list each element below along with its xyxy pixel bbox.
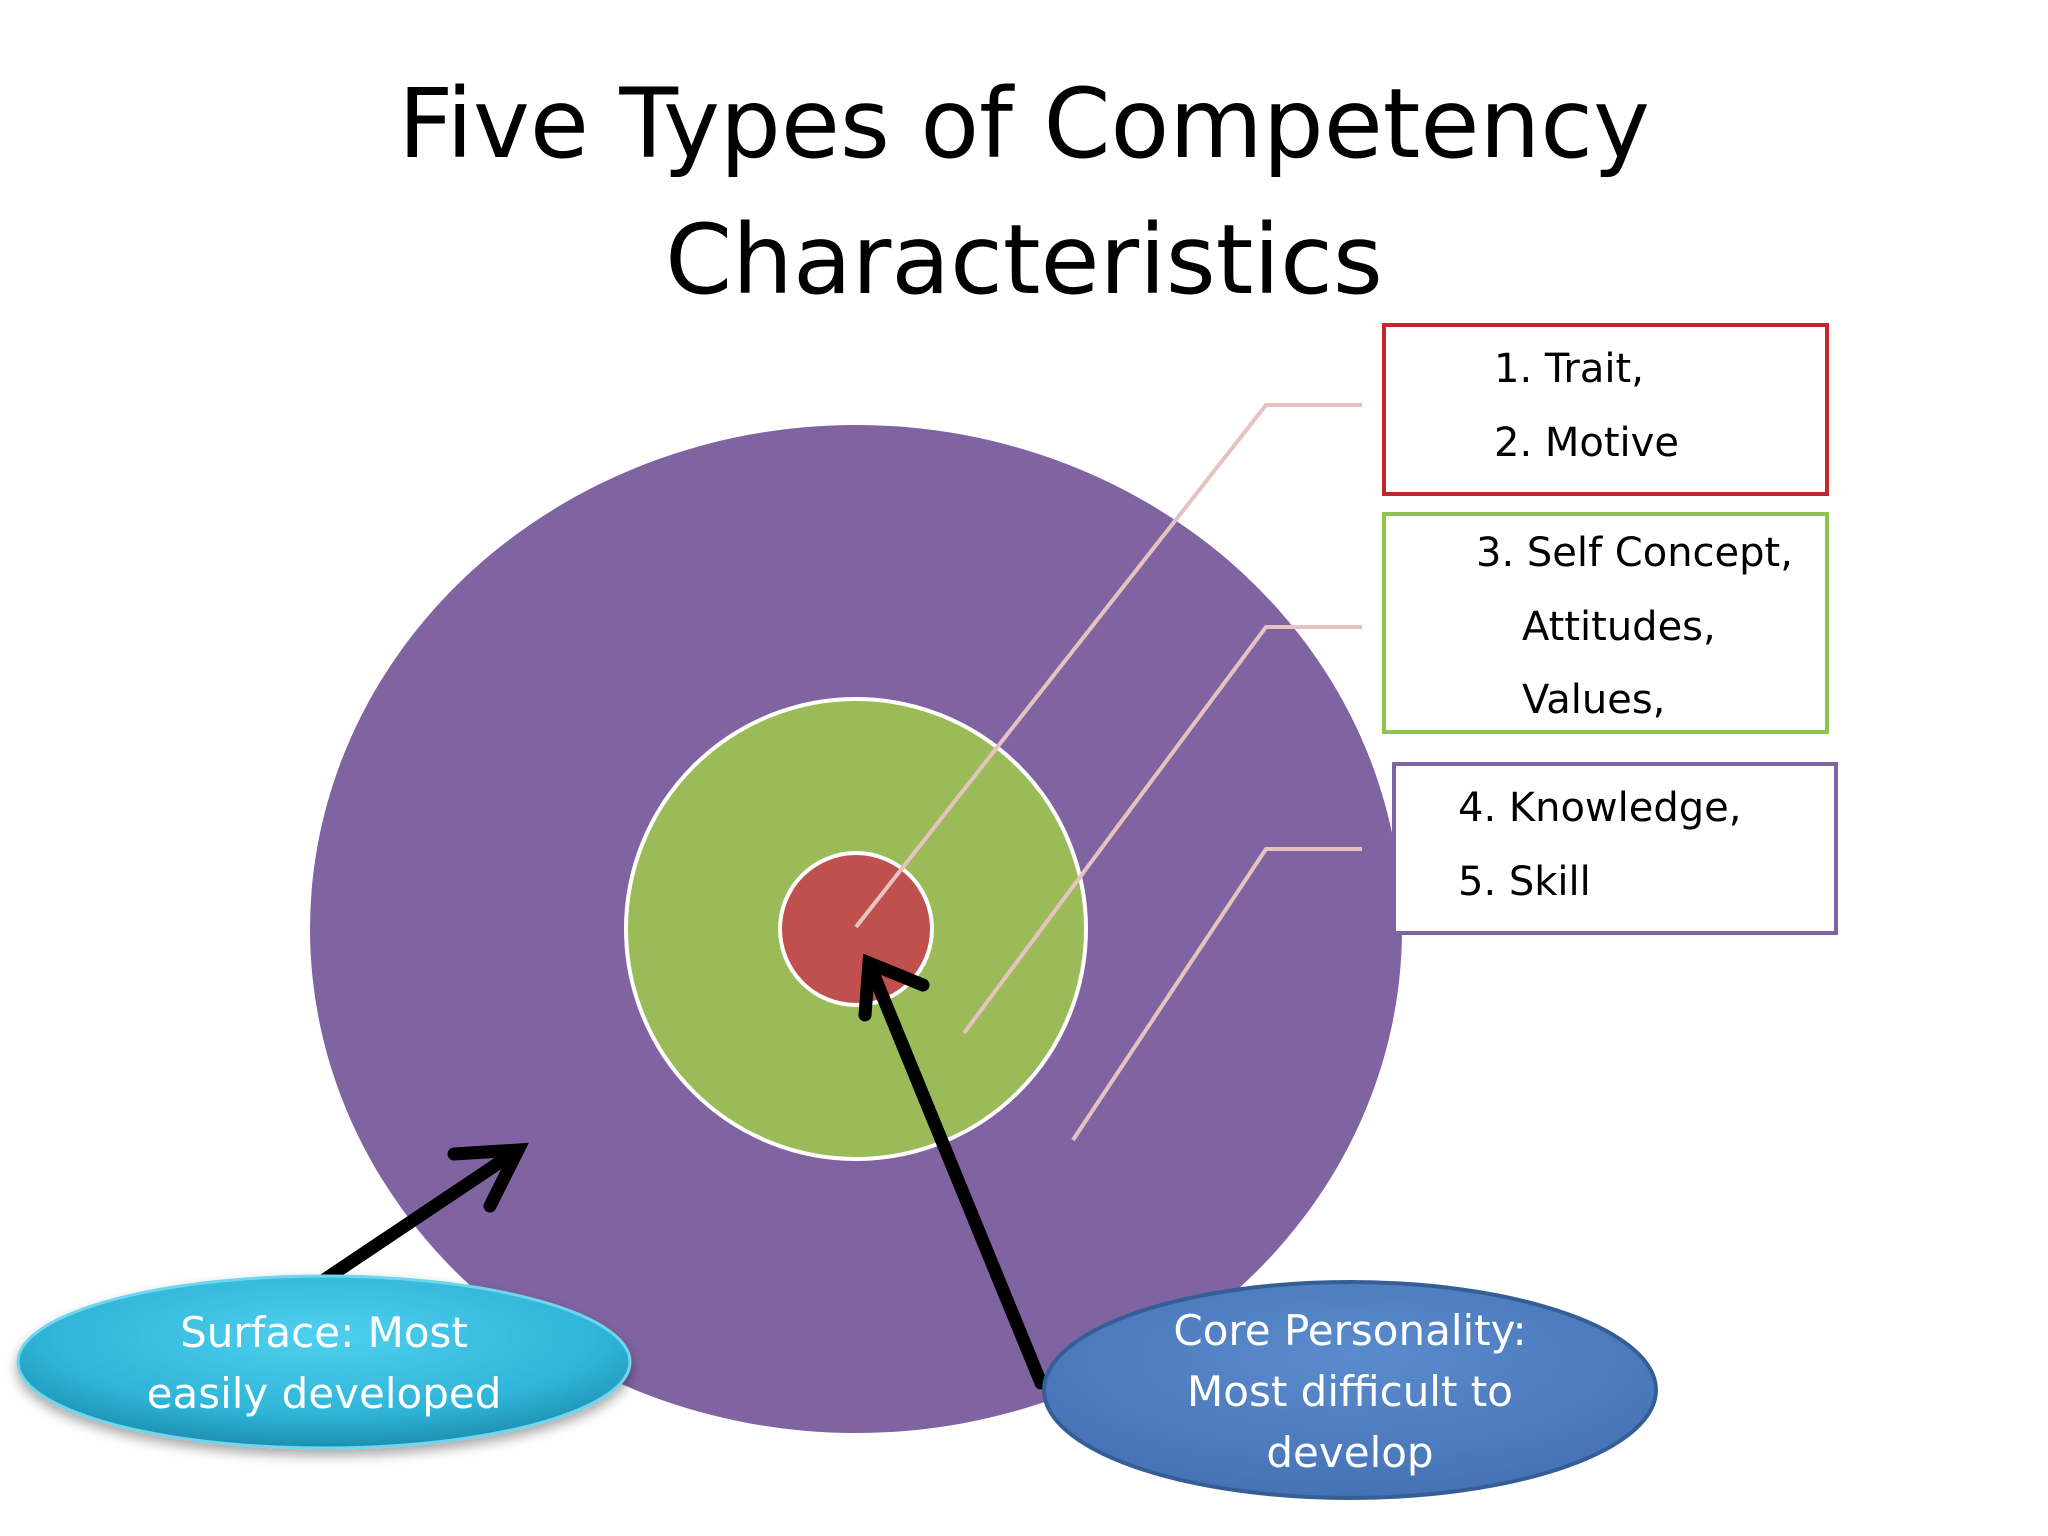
arrow-to-surface <box>317 1142 529 1287</box>
slide-title-line-2: Characteristics <box>665 204 1383 316</box>
legend-item-self-concept: 3. Self Concept, <box>1476 530 1793 576</box>
legend-item-trait: 1. Trait, <box>1494 346 1644 392</box>
legend-item-attitudes: Attitudes, <box>1522 604 1716 650</box>
legend-box-core: 1. Trait, 2. Motive <box>1382 323 1829 496</box>
surface-callout-bubble <box>16 1274 632 1450</box>
legend-item-motive: 2. Motive <box>1494 420 1679 466</box>
leader-line-self-concept <box>962 625 1362 1035</box>
arrow-to-core <box>858 953 1048 1390</box>
legend-box-surface: 4. Knowledge, 5. Skill <box>1392 762 1838 935</box>
leader-line-core <box>854 403 1362 929</box>
legend-item-knowledge: 4. Knowledge, <box>1458 785 1742 831</box>
core-callout-text: Core Personality: Most difficult to deve… <box>1100 1300 1600 1483</box>
leader-line-surface <box>1071 847 1362 1142</box>
legend-box-self-concept: 3. Self Concept, Attitudes, Values, <box>1382 512 1829 734</box>
legend-item-values: Values, <box>1522 677 1666 723</box>
surface-callout-line-1: Surface: Most <box>180 1308 468 1357</box>
surface-callout-text: Surface: Most easily developed <box>94 1302 554 1424</box>
core-callout-line-3: develop <box>1266 1428 1434 1477</box>
slide-title-line-1: Five Types of Competency <box>398 68 1650 180</box>
core-callout-line-1: Core Personality: <box>1173 1306 1527 1355</box>
legend-item-skill: 5. Skill <box>1458 859 1591 905</box>
core-callout-line-2: Most difficult to <box>1187 1367 1513 1416</box>
surface-callout-line-2: easily developed <box>146 1369 502 1418</box>
core-callout-bubble <box>1042 1280 1658 1500</box>
